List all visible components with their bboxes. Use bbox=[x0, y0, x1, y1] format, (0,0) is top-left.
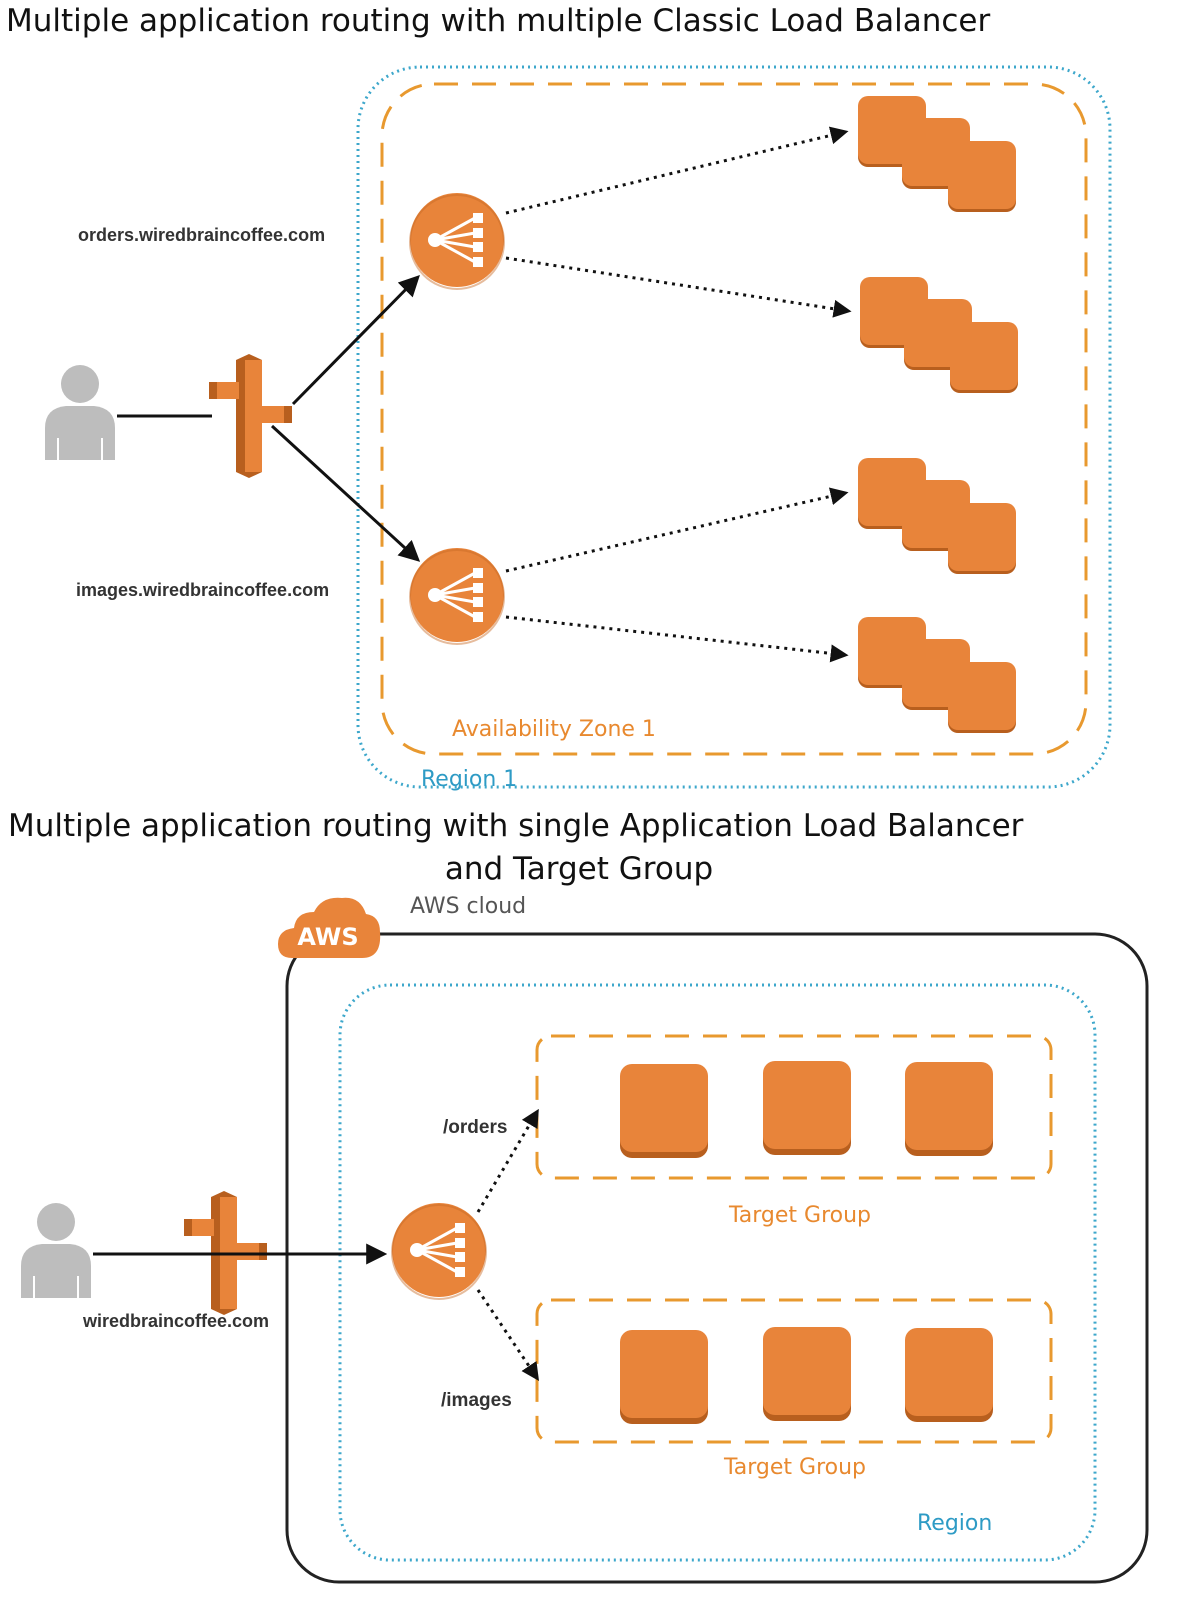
path-images-label: /images bbox=[441, 1390, 512, 1411]
lb-to-instances-arrow bbox=[505, 487, 849, 573]
top-diagram-title: Multiple application routing with multip… bbox=[6, 3, 990, 39]
availability-zone-label: Availability Zone 1 bbox=[452, 717, 656, 742]
region-1-label: Region 1 bbox=[421, 767, 517, 792]
bottom-diagram-title-line2: and Target Group bbox=[445, 851, 713, 887]
instance-icon bbox=[905, 1062, 993, 1156]
bottom-diagram-title-line1: Multiple application routing with single… bbox=[8, 808, 1024, 844]
instance-stack-icon bbox=[858, 96, 1016, 212]
instance-icon bbox=[763, 1327, 851, 1421]
instance-icon bbox=[620, 1330, 708, 1424]
target-group-images-boundary bbox=[535, 1298, 1053, 1444]
user-icon bbox=[20, 1202, 92, 1299]
dns-to-images-lb-arrow bbox=[270, 424, 421, 562]
load-balancer-icon bbox=[408, 191, 506, 291]
instance-icon bbox=[763, 1061, 851, 1155]
dns-to-orders-lb-arrow bbox=[291, 275, 420, 406]
lb-to-instances-arrow bbox=[505, 615, 849, 663]
availability-zone-boundary bbox=[380, 82, 1088, 756]
domain-label: wiredbraincoffee.com bbox=[82, 1311, 269, 1331]
target-group-label: Target Group bbox=[723, 1455, 866, 1480]
instance-stack-icon bbox=[858, 617, 1016, 733]
instance-stack-icon bbox=[860, 277, 1018, 393]
domain-orders-label: orders.wiredbraincoffee.com bbox=[78, 225, 325, 245]
alb-to-images-arrow bbox=[476, 1289, 540, 1381]
target-group-label: Target Group bbox=[728, 1203, 871, 1228]
region-boundary bbox=[338, 983, 1097, 1562]
aws-cloud-label: AWS cloud bbox=[410, 894, 526, 919]
region-label: Region bbox=[917, 1511, 992, 1536]
load-balancer-icon bbox=[408, 546, 506, 646]
lb-to-instances-arrow bbox=[505, 126, 849, 215]
aws-cloud-boundary bbox=[285, 932, 1149, 1584]
instance-icon bbox=[620, 1064, 708, 1158]
region-1-boundary bbox=[356, 65, 1112, 789]
instance-icon bbox=[905, 1328, 993, 1422]
target-group-orders-boundary bbox=[535, 1034, 1053, 1180]
load-balancer-icon bbox=[390, 1201, 488, 1301]
aws-badge-label: AWS bbox=[297, 923, 358, 951]
route53-icon bbox=[209, 354, 292, 478]
instance-stack-icon bbox=[858, 458, 1016, 574]
path-orders-label: /orders bbox=[443, 1117, 507, 1138]
aws-cloud-icon: AWS bbox=[278, 897, 381, 958]
alb-to-orders-arrow bbox=[476, 1108, 539, 1213]
user-icon bbox=[44, 364, 116, 461]
domain-images-label: images.wiredbraincoffee.com bbox=[76, 580, 329, 600]
lb-to-instances-arrow bbox=[505, 256, 852, 318]
